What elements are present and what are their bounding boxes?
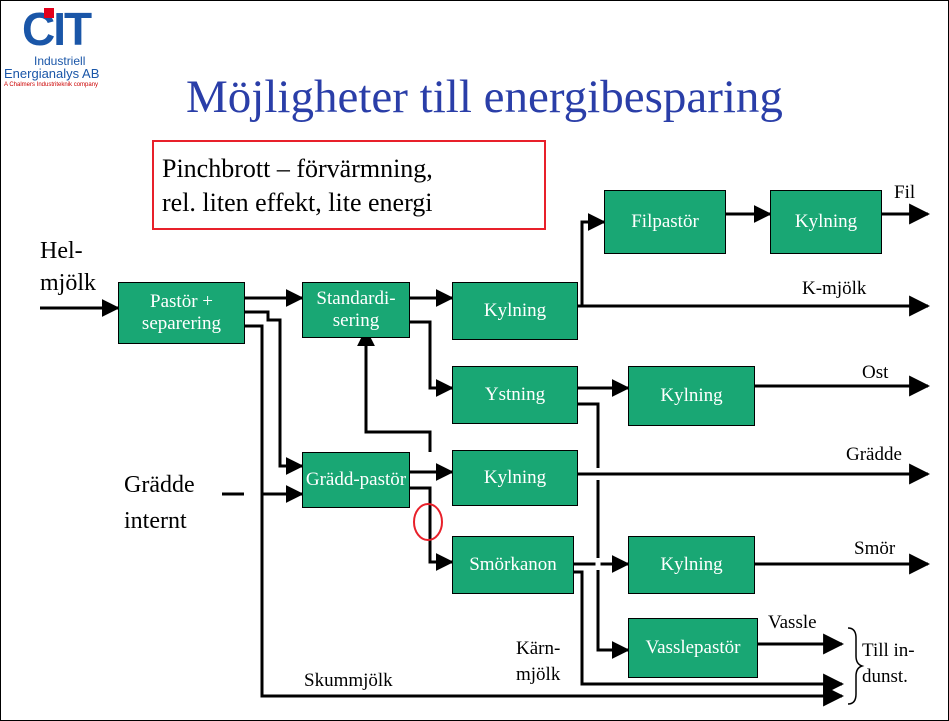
pinch-marker	[413, 503, 443, 541]
box-graddpastor: Grädd-pastör	[302, 452, 410, 508]
slide-title: Möjligheter till energibesparing	[186, 71, 783, 123]
pinch-callout: Pinchbrott – förvärmning, rel. liten eff…	[152, 140, 546, 230]
label-smor: Smör	[854, 538, 896, 559]
logo-line-1: Industriell	[34, 54, 86, 68]
box-smorkanon: Smörkanon	[452, 536, 574, 594]
label-karnmjolk-2: mjölk	[516, 664, 561, 685]
logo: CIT Industriell Energianalys AB A Chalme…	[4, 2, 144, 102]
label-k-mjolk: K-mjölk	[802, 278, 867, 299]
logo-cit-text: CIT	[22, 3, 92, 55]
box-ystning: Ystning	[452, 366, 578, 424]
box-kylning-gradde: Kylning	[452, 450, 578, 506]
label-till-indunst-1: Till in-	[862, 640, 915, 661]
label-gradde-internt-2: internt	[124, 508, 187, 534]
logo-line-3: A Chalmers Industriteknik company	[4, 82, 99, 88]
box-kylning-fil: Kylning	[770, 190, 882, 254]
label-fil: Fil	[894, 182, 916, 203]
callout-line-1: Pinchbrott – förvärmning,	[162, 154, 433, 183]
label-till-indunst-2: dunst.	[862, 666, 908, 687]
logo-line-2: Energianalys AB	[4, 66, 100, 81]
box-standardisering: Standardi-sering	[302, 282, 410, 338]
indunst-brace	[847, 627, 865, 705]
box-kylning-smor: Kylning	[628, 536, 755, 594]
callout-line-2: rel. liten effekt, lite energi	[162, 188, 433, 217]
label-helmjolk-1: Hel-	[40, 238, 83, 264]
label-gradde: Grädde	[846, 444, 902, 465]
label-gradde-internt-1: Grädde	[124, 472, 195, 498]
box-kylning-1: Kylning	[452, 282, 578, 340]
label-helmjolk-2: mjölk	[40, 270, 97, 296]
label-skummjolk: Skummjölk	[304, 670, 393, 691]
box-pastor-separering: Pastör + separering	[118, 282, 245, 344]
label-karnmjolk-1: Kärn-	[516, 638, 561, 659]
label-vassle: Vassle	[768, 612, 817, 633]
box-vasslepastor: Vasslepastör	[628, 618, 758, 678]
logo-red-dot	[44, 8, 54, 18]
box-filpastor: Filpastör	[604, 190, 726, 254]
box-kylning-ost: Kylning	[628, 366, 755, 426]
label-ost: Ost	[862, 362, 889, 383]
